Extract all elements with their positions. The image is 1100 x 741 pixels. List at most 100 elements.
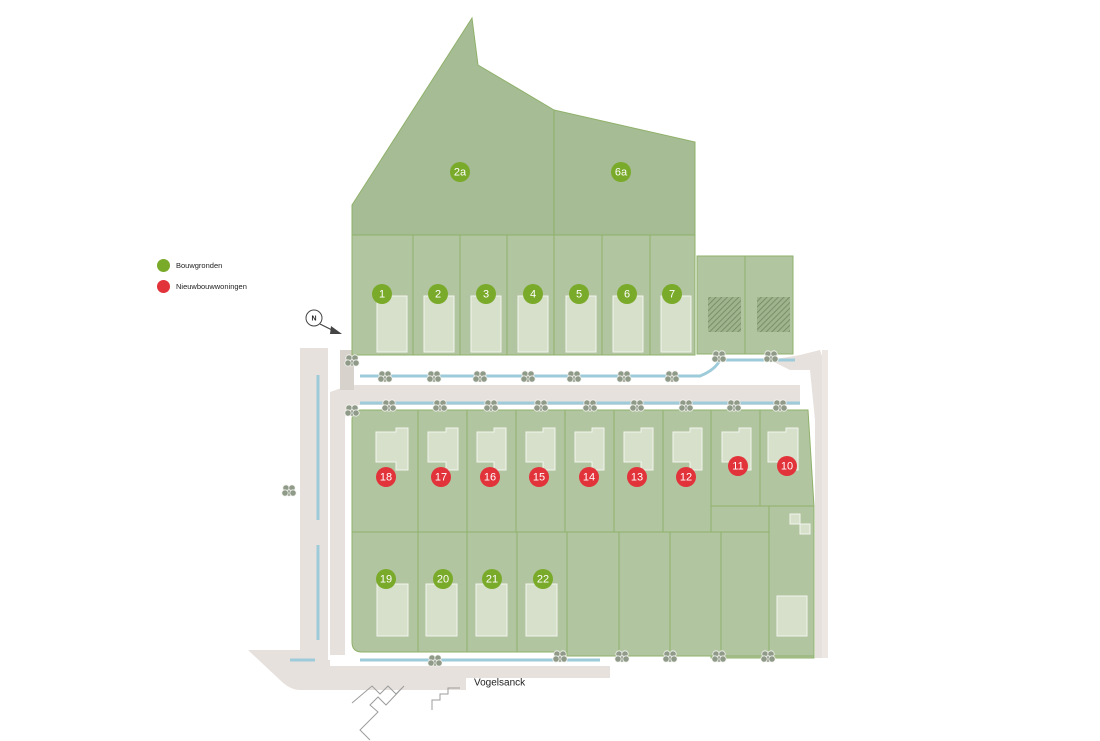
lot-marker-7[interactable]: 7 xyxy=(662,284,682,304)
lot-number-label: 14 xyxy=(583,472,595,484)
road-east-edge xyxy=(822,350,828,658)
red-dot-icon xyxy=(157,279,170,293)
tree-icon xyxy=(614,650,630,663)
lot-marker-18[interactable]: 18 xyxy=(376,467,396,487)
lot-number-label: 18 xyxy=(380,472,392,484)
lot-number-label: 15 xyxy=(533,472,545,484)
lot-marker-3[interactable]: 3 xyxy=(476,284,496,304)
lot-number-label: 19 xyxy=(380,574,392,586)
road-bottom xyxy=(248,650,610,690)
lot-marker-circle[interactable] xyxy=(431,467,451,487)
lot-marker-circle[interactable] xyxy=(372,284,392,304)
legend-item-bouwgronden: Bouwgronden xyxy=(157,258,247,272)
lot-number-label: 7 xyxy=(669,289,675,301)
lot-marker-circle[interactable] xyxy=(376,467,396,487)
lot-number-label: 11 xyxy=(732,461,743,473)
road-west xyxy=(300,348,328,660)
lot-number-label: 3 xyxy=(483,289,489,301)
lot-marker-circle[interactable] xyxy=(676,467,696,487)
lot-number-label: 2a xyxy=(454,167,467,179)
lot-marker-circle[interactable] xyxy=(428,284,448,304)
lot-marker-circle[interactable] xyxy=(476,284,496,304)
lot-marker-circle[interactable] xyxy=(611,162,631,182)
tree-icon xyxy=(432,399,448,412)
lot-marker-5[interactable]: 5 xyxy=(569,284,589,304)
tree-icon xyxy=(427,654,443,667)
lot-number-label: 17 xyxy=(435,472,447,484)
lot-marker-circle[interactable] xyxy=(529,467,549,487)
tree-icon xyxy=(344,354,360,367)
lot-marker-21[interactable]: 21 xyxy=(482,569,502,589)
lot-marker-circle[interactable] xyxy=(627,467,647,487)
lot-number-label: 22 xyxy=(537,574,549,586)
tree-icon xyxy=(662,650,678,663)
lot-marker-circle[interactable] xyxy=(376,569,396,589)
lot-marker-17[interactable]: 17 xyxy=(431,467,451,487)
legend-item-nieuwbouwwoningen: Nieuwbouwwoningen xyxy=(157,279,247,293)
lot-marker-12[interactable]: 12 xyxy=(676,467,696,487)
compass-arrow-head xyxy=(330,326,342,334)
tree-icon xyxy=(377,370,393,383)
lot-marker-20[interactable]: 20 xyxy=(433,569,453,589)
tree-icon xyxy=(483,399,499,412)
tree-icon xyxy=(763,350,779,363)
lot-number-label: 20 xyxy=(437,574,449,586)
tree-icon xyxy=(616,370,632,383)
lot-marker-circle[interactable] xyxy=(662,284,682,304)
lot-marker-11[interactable]: 11 xyxy=(728,456,748,476)
tree-icon xyxy=(566,370,582,383)
tree-icon xyxy=(629,399,645,412)
tree-icon xyxy=(678,399,694,412)
lot-number-label: 2 xyxy=(435,289,441,301)
legend-label-nieuwbouwwoningen: Nieuwbouwwoningen xyxy=(176,281,247,291)
street-name-label: Vogelsanck xyxy=(474,678,526,689)
lot-number-label: 13 xyxy=(631,472,643,484)
lot-number-label: 21 xyxy=(486,574,498,586)
tree-icon xyxy=(664,370,680,383)
lot-marker-circle[interactable] xyxy=(482,569,502,589)
lot-marker-circle[interactable] xyxy=(450,162,470,182)
lot-number-label: 4 xyxy=(530,289,536,301)
lot-marker-22[interactable]: 22 xyxy=(533,569,553,589)
lot-marker-circle[interactable] xyxy=(728,456,748,476)
building-footprints xyxy=(375,295,811,637)
lot-marker-4[interactable]: 4 xyxy=(523,284,543,304)
lot-marker-19[interactable]: 19 xyxy=(376,569,396,589)
lot-number-label: 12 xyxy=(680,472,692,484)
trees xyxy=(281,350,788,667)
lot-marker-circle[interactable] xyxy=(433,569,453,589)
tree-icon xyxy=(520,370,536,383)
tree-icon xyxy=(344,404,360,417)
lot-marker-13[interactable]: 13 xyxy=(627,467,647,487)
lot-marker-circle[interactable] xyxy=(777,456,797,476)
lot-marker-circle[interactable] xyxy=(480,467,500,487)
lot-marker-15[interactable]: 15 xyxy=(529,467,549,487)
tree-icon xyxy=(426,370,442,383)
lot-marker-circle[interactable] xyxy=(617,284,637,304)
lot-marker-circle[interactable] xyxy=(569,284,589,304)
lot-marker-1[interactable]: 1 xyxy=(372,284,392,304)
tree-icon xyxy=(582,399,598,412)
lot-marker-6a[interactable]: 6a xyxy=(611,162,631,182)
roads xyxy=(248,348,828,690)
lot-marker-circle[interactable] xyxy=(533,569,553,589)
lot-marker-2a[interactable]: 2a xyxy=(450,162,470,182)
lot-marker-circle[interactable] xyxy=(523,284,543,304)
tree-icon xyxy=(726,399,742,412)
road-east xyxy=(770,350,822,658)
lot-number-label: 6a xyxy=(615,167,628,179)
tree-icon xyxy=(711,650,727,663)
lot-marker-14[interactable]: 14 xyxy=(579,467,599,487)
lot-marker-10[interactable]: 10 xyxy=(777,456,797,476)
lot-marker-2[interactable]: 2 xyxy=(428,284,448,304)
lot-number-label: 16 xyxy=(484,472,496,484)
legend-label-bouwgronden: Bouwgronden xyxy=(176,260,223,270)
lot-marker-circle[interactable] xyxy=(579,467,599,487)
neighbour-buildings xyxy=(351,685,460,741)
lot-marker-16[interactable]: 16 xyxy=(480,467,500,487)
tree-icon xyxy=(760,650,776,663)
lot-marker-6[interactable]: 6 xyxy=(617,284,637,304)
parcel-2a xyxy=(351,16,555,236)
